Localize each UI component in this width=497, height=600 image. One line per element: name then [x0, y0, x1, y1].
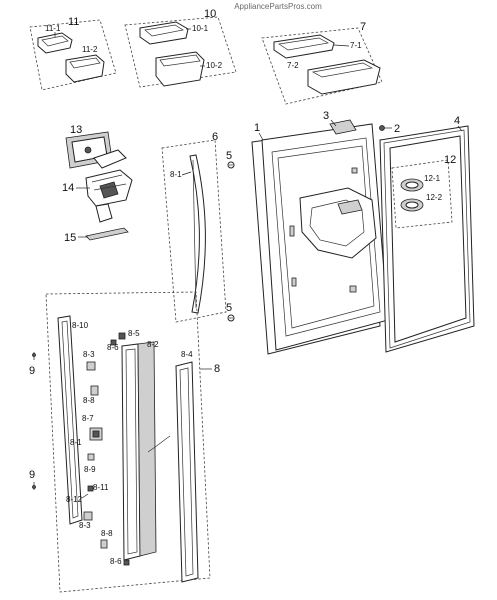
- part-5-screw-upper[interactable]: [227, 161, 235, 169]
- label-11-2: 11-2: [82, 45, 98, 54]
- part-7-2-shape: [307, 59, 381, 95]
- part-9-pin-upper[interactable]: [32, 352, 36, 360]
- part-13-dispenser-cover[interactable]: [65, 131, 127, 169]
- part-9-pin-lower[interactable]: [32, 482, 36, 490]
- label-8-6-upper: 8-6: [107, 343, 119, 352]
- label-2: 2: [394, 123, 400, 135]
- label-7-1: 7-1: [350, 41, 362, 50]
- label-7: 7: [360, 21, 366, 33]
- label-8-1-lower: 8-1: [70, 438, 82, 447]
- label-8-6-lower: 8-6: [110, 557, 122, 566]
- part-8-3-clip-upper[interactable]: [86, 361, 96, 371]
- part-10-1-shape: [139, 21, 189, 45]
- wire-harness: [147, 435, 171, 453]
- label-8-3-upper: 8-3: [83, 350, 95, 359]
- part-group-12-caps[interactable]: [391, 159, 453, 229]
- part-8-4-front-trim[interactable]: [175, 361, 199, 583]
- part-8-8-clip-upper[interactable]: [90, 385, 99, 396]
- part-8-10-left-trim[interactable]: [57, 315, 83, 525]
- label-8-5: 8-5: [128, 329, 140, 338]
- part-8-7-bracket[interactable]: [89, 427, 103, 441]
- part-4-door-gasket[interactable]: [379, 125, 475, 353]
- group-6-dashed-box: [161, 139, 227, 323]
- label-15: 15: [64, 232, 76, 244]
- label-13: 13: [70, 124, 82, 136]
- part-10-2-shape: [155, 51, 205, 87]
- part-group-11[interactable]: [29, 19, 117, 91]
- group-11-dashed-box: [29, 19, 117, 91]
- part-8-6-clip-lower[interactable]: [123, 559, 130, 566]
- label-6: 6: [212, 131, 218, 143]
- label-12-2: 12-2: [426, 193, 443, 202]
- label-12: 12: [444, 154, 456, 166]
- part-8-8-clip-lower[interactable]: [100, 539, 108, 549]
- part-group-6-handle[interactable]: [161, 139, 227, 323]
- label-10-1: 10-1: [192, 24, 209, 33]
- watermark-text: AppliancePartsPros.com: [234, 2, 322, 11]
- part-8-5-clip[interactable]: [118, 332, 126, 340]
- label-8-2: 8-2: [147, 340, 159, 349]
- label-9-upper: 9: [29, 365, 35, 377]
- part-8-1-handle-shape: [189, 154, 206, 314]
- label-8-9: 8-9: [84, 465, 96, 474]
- label-10-2: 10-2: [206, 61, 223, 70]
- label-8: 8: [214, 363, 220, 375]
- label-8-10: 8-10: [72, 321, 89, 330]
- label-8-7: 8-7: [82, 414, 94, 423]
- part-8-2-vertical-trim[interactable]: [121, 341, 157, 561]
- part-11-1-shape: [37, 32, 73, 54]
- label-8-4: 8-4: [181, 350, 193, 359]
- label-5-upper: 5: [226, 150, 232, 162]
- part-8-11-clip[interactable]: [87, 485, 94, 492]
- label-1: 1: [254, 122, 260, 134]
- label-11: 11: [68, 16, 79, 28]
- label-8-11: 8-11: [93, 483, 109, 492]
- label-8-8-lower: 8-8: [101, 529, 113, 538]
- group-7-dashed-box: [261, 27, 383, 105]
- part-7-1-shape: [273, 34, 335, 59]
- label-11-1: 11-1: [45, 24, 61, 33]
- part-group-7[interactable]: [261, 27, 383, 105]
- part-15-trim-strip[interactable]: [85, 227, 129, 241]
- label-7-2: 7-2: [287, 61, 299, 70]
- part-group-10[interactable]: [124, 16, 237, 88]
- label-12-1: 12-1: [424, 174, 441, 183]
- part-8-3-clip-lower[interactable]: [83, 511, 93, 521]
- part-2-screw[interactable]: [379, 125, 385, 131]
- group-8-dashed-box: [45, 291, 211, 593]
- label-4: 4: [454, 115, 460, 127]
- label-9-lower: 9: [29, 469, 35, 481]
- group-12-dashed-box: [391, 159, 453, 229]
- label-8-1-upper: 8-1: [170, 170, 182, 179]
- label-8-12: 8-12: [66, 495, 83, 504]
- label-14: 14: [62, 182, 74, 194]
- label-8-8-upper: 8-8: [83, 396, 95, 405]
- part-14-dispenser-lever[interactable]: [85, 169, 133, 223]
- part-8-9-clip[interactable]: [87, 453, 95, 461]
- part-8-6-clip-upper[interactable]: [110, 339, 117, 346]
- label-5-lower: 5: [226, 302, 232, 314]
- label-8-3-lower: 8-3: [79, 521, 91, 530]
- part-1-door-assembly[interactable]: [251, 119, 389, 355]
- part-5-screw-lower[interactable]: [227, 314, 235, 322]
- label-10: 10: [204, 8, 216, 20]
- label-3: 3: [323, 110, 329, 122]
- part-11-2-shape: [65, 54, 105, 83]
